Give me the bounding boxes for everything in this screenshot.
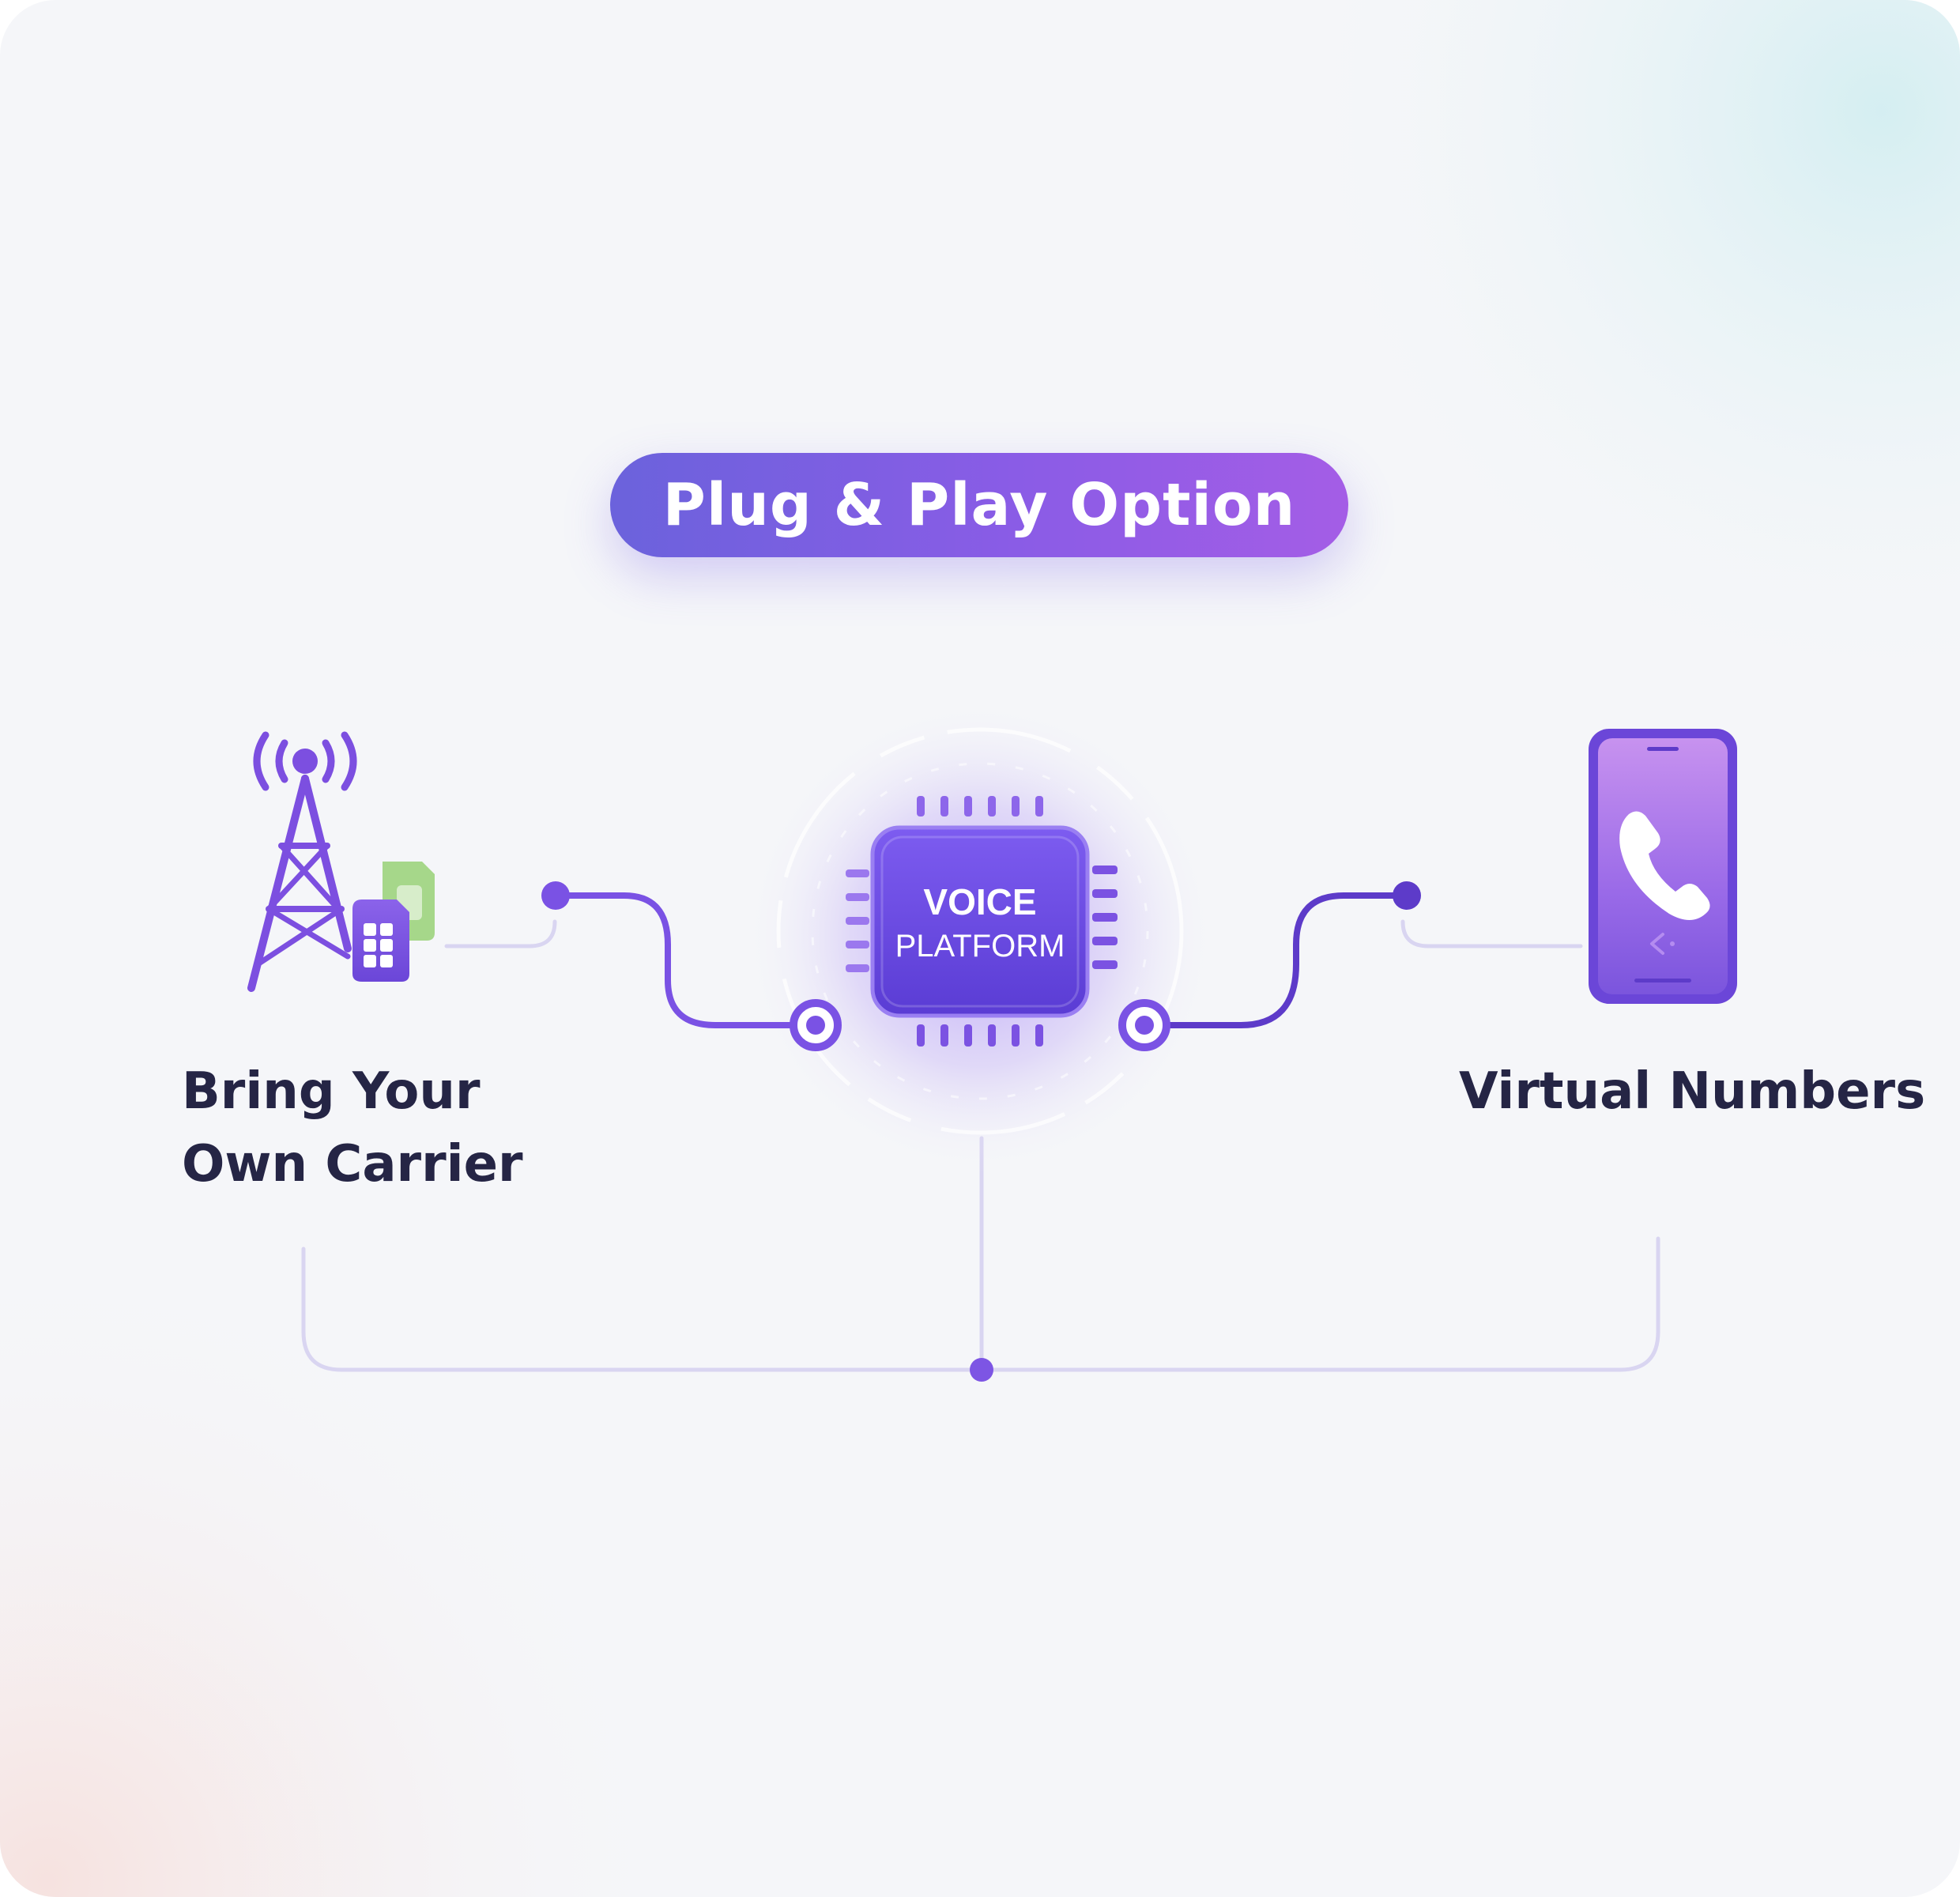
left-guide-line <box>444 919 557 948</box>
sim-card-icon <box>352 862 435 982</box>
right-node-label: Virtual Numbers <box>1459 1055 1925 1128</box>
back-chevron-icon <box>1650 933 1664 955</box>
left-label-line1: Bring Your <box>182 1062 481 1121</box>
left-wire-end-dot <box>541 881 570 910</box>
page-title: Plug & Play Option <box>662 471 1296 539</box>
chip-icon: VOICE PLATFORM <box>846 796 1118 1047</box>
chip-pins-right <box>1092 866 1118 969</box>
left-node-label: Bring Your Own Carrier <box>182 1055 523 1201</box>
hub-title-line1: VOICE <box>923 881 1036 922</box>
hub-title-line2: PLATFORM <box>895 929 1065 964</box>
left-label-line2: Own Carrier <box>182 1135 523 1194</box>
chip-pins-top <box>917 796 1043 817</box>
plug-and-play-title-pill: Plug & Play Option <box>610 453 1348 557</box>
hub-outer-ring <box>776 727 1184 1135</box>
phone-screen <box>1598 738 1728 994</box>
right-wire-end-dot <box>1393 881 1421 910</box>
phone-handset-icon <box>1619 811 1710 920</box>
right-guide-line <box>1400 919 1583 948</box>
left-port-node-core <box>806 1016 825 1035</box>
right-port-node-core <box>1135 1016 1154 1035</box>
chip-inner-bevel <box>880 835 1080 1008</box>
chip-pins-bottom <box>917 1024 1043 1047</box>
phone-speaker <box>1647 747 1679 751</box>
sim-chip-contacts <box>364 923 393 967</box>
cell-tower-icon <box>247 731 357 992</box>
smartphone-call-icon <box>1589 729 1737 1004</box>
left-connector-wire <box>552 892 801 1028</box>
phone-home-bar <box>1634 979 1691 982</box>
chip-pins-left <box>846 869 869 972</box>
bracket-junction-dot <box>970 1358 993 1382</box>
hub-inner-ring <box>811 762 1149 1100</box>
right-label-text: Virtual Numbers <box>1459 1062 1926 1121</box>
right-connector-wire <box>1159 892 1410 1028</box>
chip-body <box>870 825 1090 1018</box>
